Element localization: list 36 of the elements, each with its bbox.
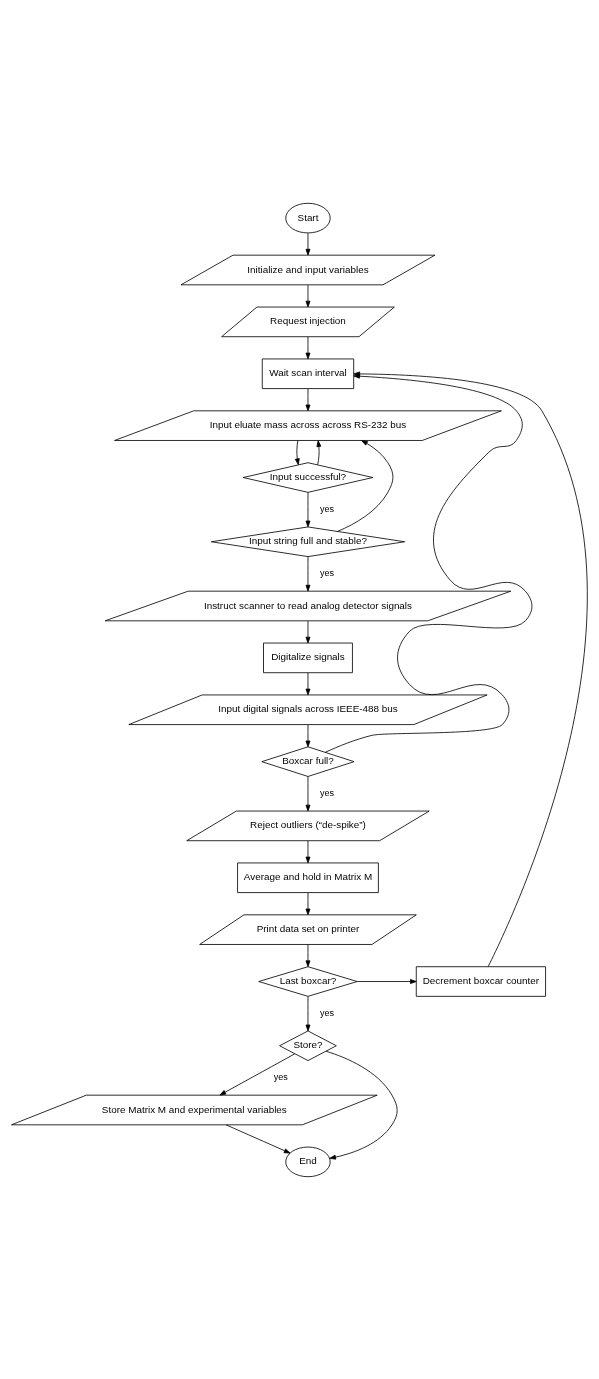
node-box: Average and hold in Matrix M <box>237 862 379 893</box>
node-box: Digitalize signals <box>263 642 353 673</box>
arrow <box>305 336 311 359</box>
edge-label: yes <box>319 787 335 798</box>
node-diamond: Input successful? <box>242 461 374 493</box>
arrow <box>305 491 311 527</box>
arrow <box>305 387 311 411</box>
arrow <box>316 439 322 465</box>
arrow <box>305 555 311 591</box>
arrow <box>305 672 311 695</box>
node-box: Decrement boxcar counter <box>415 965 546 997</box>
node-diamond: Last boxcar? <box>258 965 358 997</box>
node-diamond: Store? <box>279 1030 337 1061</box>
arrow <box>294 439 300 465</box>
node-diamond: Input string full and stable? <box>210 526 406 557</box>
arrow <box>305 232 311 255</box>
node-ellipse: Start <box>285 202 331 233</box>
arrow <box>305 891 311 915</box>
arrow <box>325 1050 398 1160</box>
arrow <box>337 439 394 532</box>
arrow <box>225 1124 291 1154</box>
node-box: Wait scan interval <box>261 358 355 389</box>
arrow <box>305 284 311 307</box>
arrow <box>305 620 311 643</box>
edge-label: yes <box>319 503 335 514</box>
arrow <box>305 775 311 811</box>
arrow <box>305 995 311 1031</box>
edge-label: yes <box>319 1007 335 1018</box>
arrow <box>305 723 311 747</box>
arrow <box>305 943 311 967</box>
arrow <box>219 1053 296 1095</box>
edge-label: yes <box>273 1071 288 1082</box>
arrow <box>356 978 417 984</box>
edge-label: yes <box>319 567 335 578</box>
node-diamond: Boxcar full? <box>261 745 355 777</box>
arrow <box>305 840 311 863</box>
